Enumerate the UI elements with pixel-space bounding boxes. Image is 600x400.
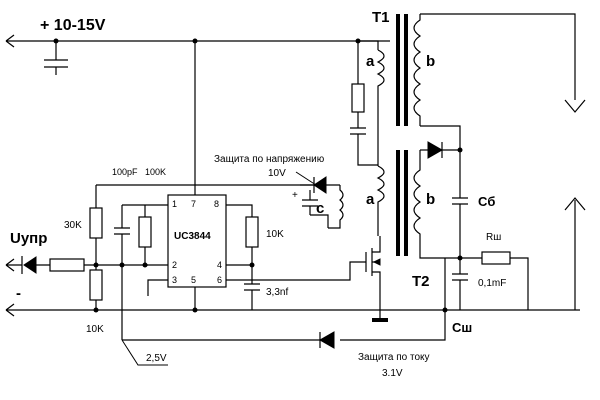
resistor-rsh-label: Rш [486,232,501,243]
resistor-30k [89,185,103,270]
cap-3n3-label: 3,3nf [266,287,288,298]
current-protection-label: Защита по току [358,352,430,363]
ic-pin8-wire [226,204,253,217]
resistor-10k-right-label: 10K [266,229,284,240]
res-100k-label: 100K [145,167,166,177]
t2-winding-a-label: a [366,191,375,208]
voltage-protection-value: 10V [268,168,286,179]
supply-label: + 10-15V [40,17,106,34]
supply-capacitor [44,41,68,75]
output-diode [420,141,463,159]
control-label: Uупр [10,230,47,247]
cap-100pf-label: 100pF [112,167,138,177]
cap-cb-label: Cб [478,194,495,209]
t1-winding-a-label: a [366,53,375,70]
control-minus: - [16,285,21,302]
t1-winding-b-label: b [426,53,435,70]
t2-label: T2 [412,273,430,290]
t2-winding-b-label: b [426,191,435,208]
cap-3n3 [244,265,260,310]
ic-pin3-wire [147,279,168,296]
current-protection-diode [122,331,335,349]
winding-c-cap [302,190,318,215]
output-arrow [564,197,586,310]
ic-name: UC3844 [174,231,211,242]
resistor-rsh [445,251,529,310]
comp-network [114,204,168,266]
t2-winding-a [376,165,385,236]
cap-csh-label: Cш [452,320,472,335]
t2-winding-b [413,150,445,259]
control-diode [21,256,50,274]
control-input-arrow [5,258,22,272]
ref-2v5-label: 2,5V [146,353,167,364]
cap-cb [452,150,468,261]
ic-pin-2: 2 [172,260,177,270]
ground-rail [5,303,580,317]
t1-label: T1 [372,9,390,26]
cap-01mf [452,258,468,310]
gate-drive-wire [226,261,366,281]
voltage-leader [295,171,317,186]
current-sense-wire [340,258,446,341]
supply-rail [5,34,390,48]
ic-uc3844: 1 7 8 UC3844 2 4 3 5 6 [167,194,227,288]
resistor-10k-left-label: 10K [86,324,104,335]
ic-pin-6: 6 [217,275,222,285]
t1-snubber [350,41,378,166]
resistor-10k-left [89,269,103,310]
plus-sign: + [292,190,298,201]
ic-pin-5: 5 [191,275,196,285]
t1-winding-b [413,13,586,150]
winding-c [310,185,344,229]
voltage-protection-label: Защита по напряжению [214,154,325,165]
t1-winding-a [376,49,385,166]
ic-pin-4: 4 [217,260,222,270]
t1-primary-top [358,40,379,50]
winding-c-label: c [316,200,324,217]
voltage-zener [300,176,340,194]
ref-2v5-leader [121,339,168,366]
ic-pin-1: 1 [172,199,177,209]
mosfet [365,236,381,320]
ic-pin-3: 3 [172,275,177,285]
cap-01mf-label: 0,1mF [478,278,506,289]
ic-pin-8: 8 [214,199,219,209]
control-resistor [49,258,148,272]
resistor-30k-label: 30K [64,220,82,231]
resistor-10k-right [226,216,259,268]
current-protection-value: 3.1V [382,368,403,379]
ic-pin-7: 7 [191,199,196,209]
